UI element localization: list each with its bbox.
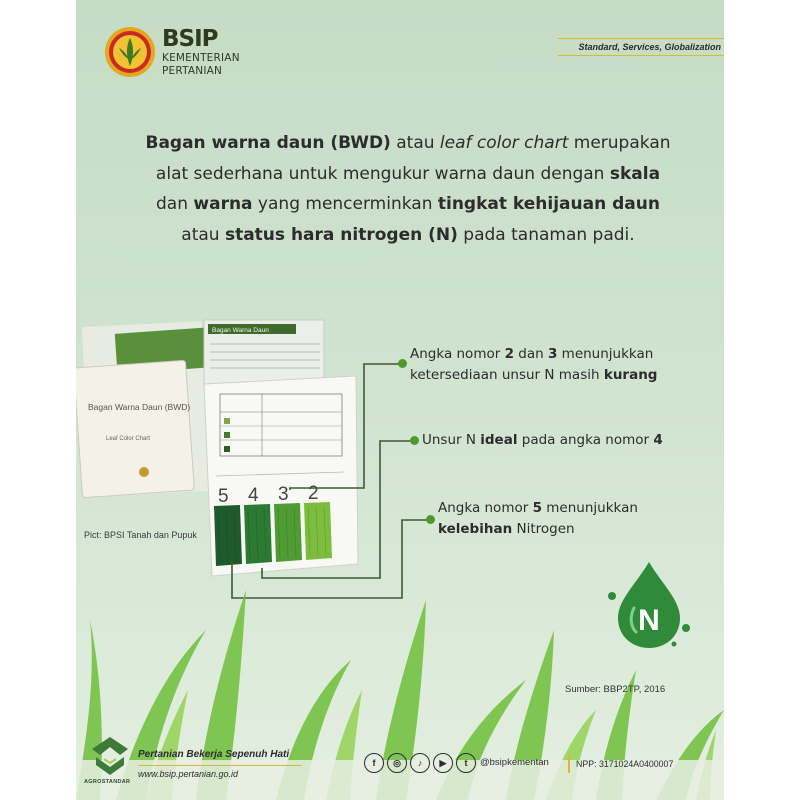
intro-bold-skala: skala — [609, 163, 661, 184]
footer-website-link[interactable]: www.bsip.pertanian.go.id — [138, 769, 239, 779]
twitter-icon[interactable]: t — [456, 753, 476, 773]
callout-2-bold-4: 4 — [653, 432, 663, 448]
open-page-title: Bagan Warna Daun — [212, 327, 269, 334]
booklet-title: Bagan Warna Daun (BWD) — [88, 402, 190, 412]
footer-motto: Pertanian Bekerja Sepenuh Hati — [138, 749, 290, 760]
brand-line-1: KEMENTERIAN — [162, 52, 240, 64]
callout-1-bold-2: 2 — [504, 346, 514, 362]
intro-bold-warna: warna — [193, 194, 253, 214]
kementan-seal-icon — [105, 27, 155, 77]
poster: BSIP KEMENTERIAN PERTANIAN Standard, Ser… — [76, 0, 724, 800]
callout-1-text-a: Angka nomor — [410, 346, 505, 362]
callout-dot-3 — [426, 515, 435, 524]
callout-3-text-c: menunjukkan — [541, 500, 638, 516]
intro-italic-lcc: leaf color chart — [439, 133, 569, 153]
callout-1-text-d: menunjukkan ketersediaan unsur N masih — [410, 346, 654, 383]
intro-text-6: pada tanaman padi. — [457, 224, 635, 245]
brand-name: BSIP — [162, 26, 219, 52]
callout-1-bold-3: 3 — [547, 346, 558, 362]
intro-bold-bwd: Bagan warna daun (BWD) — [145, 133, 391, 153]
scale-number-3: 3 — [278, 484, 289, 505]
instagram-icon[interactable]: ◎ — [387, 753, 407, 773]
facebook-icon[interactable]: f — [364, 753, 384, 773]
motto-underline — [138, 765, 302, 766]
intro-paragraph: Bagan warna daun (BWD) atau leaf color c… — [138, 128, 678, 250]
callout-3-bold-kelebihan: kelebihan — [438, 521, 513, 537]
intro-text-4: yang mencerminkan — [252, 194, 438, 214]
intro-text-3: dan — [156, 194, 194, 214]
intro-text-1: atau — [390, 133, 440, 153]
youtube-icon[interactable]: ▶ — [433, 753, 453, 773]
callout-ideal: Unsur N ideal pada angka nomor 4 — [422, 430, 722, 451]
callout-2-text-c: pada angka nomor — [517, 432, 654, 448]
callout-1-bold-kurang: kurang — [603, 367, 658, 383]
callout-3-text-d: Nitrogen — [512, 521, 575, 537]
nitrogen-drop-icon: N — [608, 562, 690, 648]
scale-number-4: 4 — [248, 485, 259, 506]
nitrogen-symbol: N — [638, 604, 660, 637]
tagline-box: Standard, Services, Globalization — [558, 38, 724, 56]
callout-2-bold-ideal: ideal — [480, 432, 518, 448]
agrostandar-logo-icon — [92, 737, 128, 775]
intro-text-5: atau — [181, 224, 225, 245]
tiktok-icon[interactable]: ♪ — [410, 753, 430, 773]
scale-number-2: 2 — [308, 483, 319, 504]
footer: AGROSTANDAR Pertanian Bekerja Sepenuh Ha… — [76, 735, 724, 800]
source-credit: Sumber: BBP2TP, 2016 — [565, 684, 666, 695]
bsip-logo: BSIP KEMENTERIAN PERTANIAN — [104, 26, 240, 78]
callout-3-text-a: Angka nomor — [438, 500, 533, 516]
npp-number: NPP: 3171024A0400007 — [576, 759, 674, 769]
scale-number-5: 5 — [218, 486, 229, 507]
booklet-subtitle: Leaf Color Chart — [106, 436, 150, 442]
agrostandar-label: AGROSTANDAR — [84, 779, 131, 785]
callout-dot-1 — [398, 359, 407, 368]
callout-3-bold-5: 5 — [532, 500, 542, 516]
callout-1-text-c: dan — [513, 346, 548, 362]
callout-kurang: Angka nomor 2 dan 3 menunjukkan ketersed… — [410, 344, 710, 386]
intro-text-2: merupakan alat sederhana untuk mengukur … — [155, 133, 671, 184]
footer-divider — [568, 755, 570, 773]
intro-bold-kehijauan: tingkat kehijauan daun — [437, 194, 660, 214]
social-handle: @bsipkementan — [480, 757, 549, 768]
bwd-photo: Bagan Warna Daun (BWD) Leaf Color Chart … — [76, 319, 359, 577]
photo-caption: Pict: BPSI Tanah dan Pupuk — [84, 530, 197, 540]
social-icons: f ◎ ♪ ▶ t — [364, 753, 476, 773]
tagline: Standard, Services, Globalization — [578, 42, 721, 52]
brand-line-2: PERTANIAN — [162, 64, 223, 77]
callout-dot-2 — [410, 436, 419, 445]
callout-2-text-a: Unsur N — [422, 432, 481, 448]
intro-bold-status: status hara nitrogen (N) — [224, 224, 458, 245]
callout-kelebihan: Angka nomor 5 menunjukkan kelebihan Nitr… — [438, 498, 698, 540]
